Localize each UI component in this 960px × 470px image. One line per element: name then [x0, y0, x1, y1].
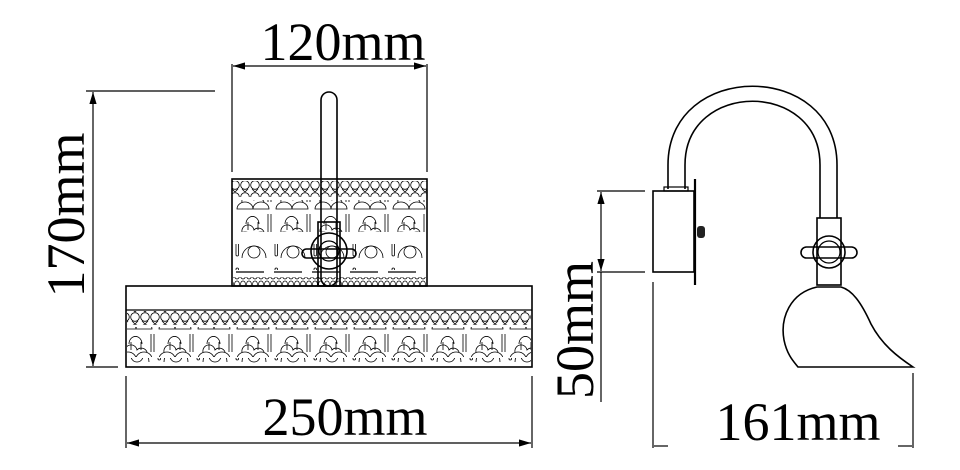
lamp-arm-outer — [667, 85, 838, 218]
side-joint — [800, 217, 858, 286]
lower-shade — [125, 285, 533, 368]
side-shade — [782, 286, 916, 368]
dimension-label-170mm: 170mm — [36, 132, 96, 297]
lamp-arm-inner — [684, 100, 821, 218]
dimension-120mm: 120mm — [231, 12, 428, 172]
front-view: 120mm 170mm 250mm — [36, 12, 533, 448]
dimension-label-161mm: 161mm — [715, 392, 880, 452]
switch-knob-icon — [697, 226, 705, 238]
dimension-label-120mm: 120mm — [260, 12, 425, 72]
dimension-161mm: 161mm — [652, 282, 914, 452]
dimension-label-250mm: 250mm — [262, 387, 427, 447]
dimension-170mm: 170mm — [36, 90, 215, 368]
side-view: 50mm 161mm — [545, 85, 916, 452]
dimension-label-50mm: 50mm — [545, 261, 605, 399]
dimension-50mm: 50mm — [545, 190, 645, 402]
dimension-250mm: 250mm — [125, 376, 533, 448]
wall-mount-box — [652, 190, 695, 273]
